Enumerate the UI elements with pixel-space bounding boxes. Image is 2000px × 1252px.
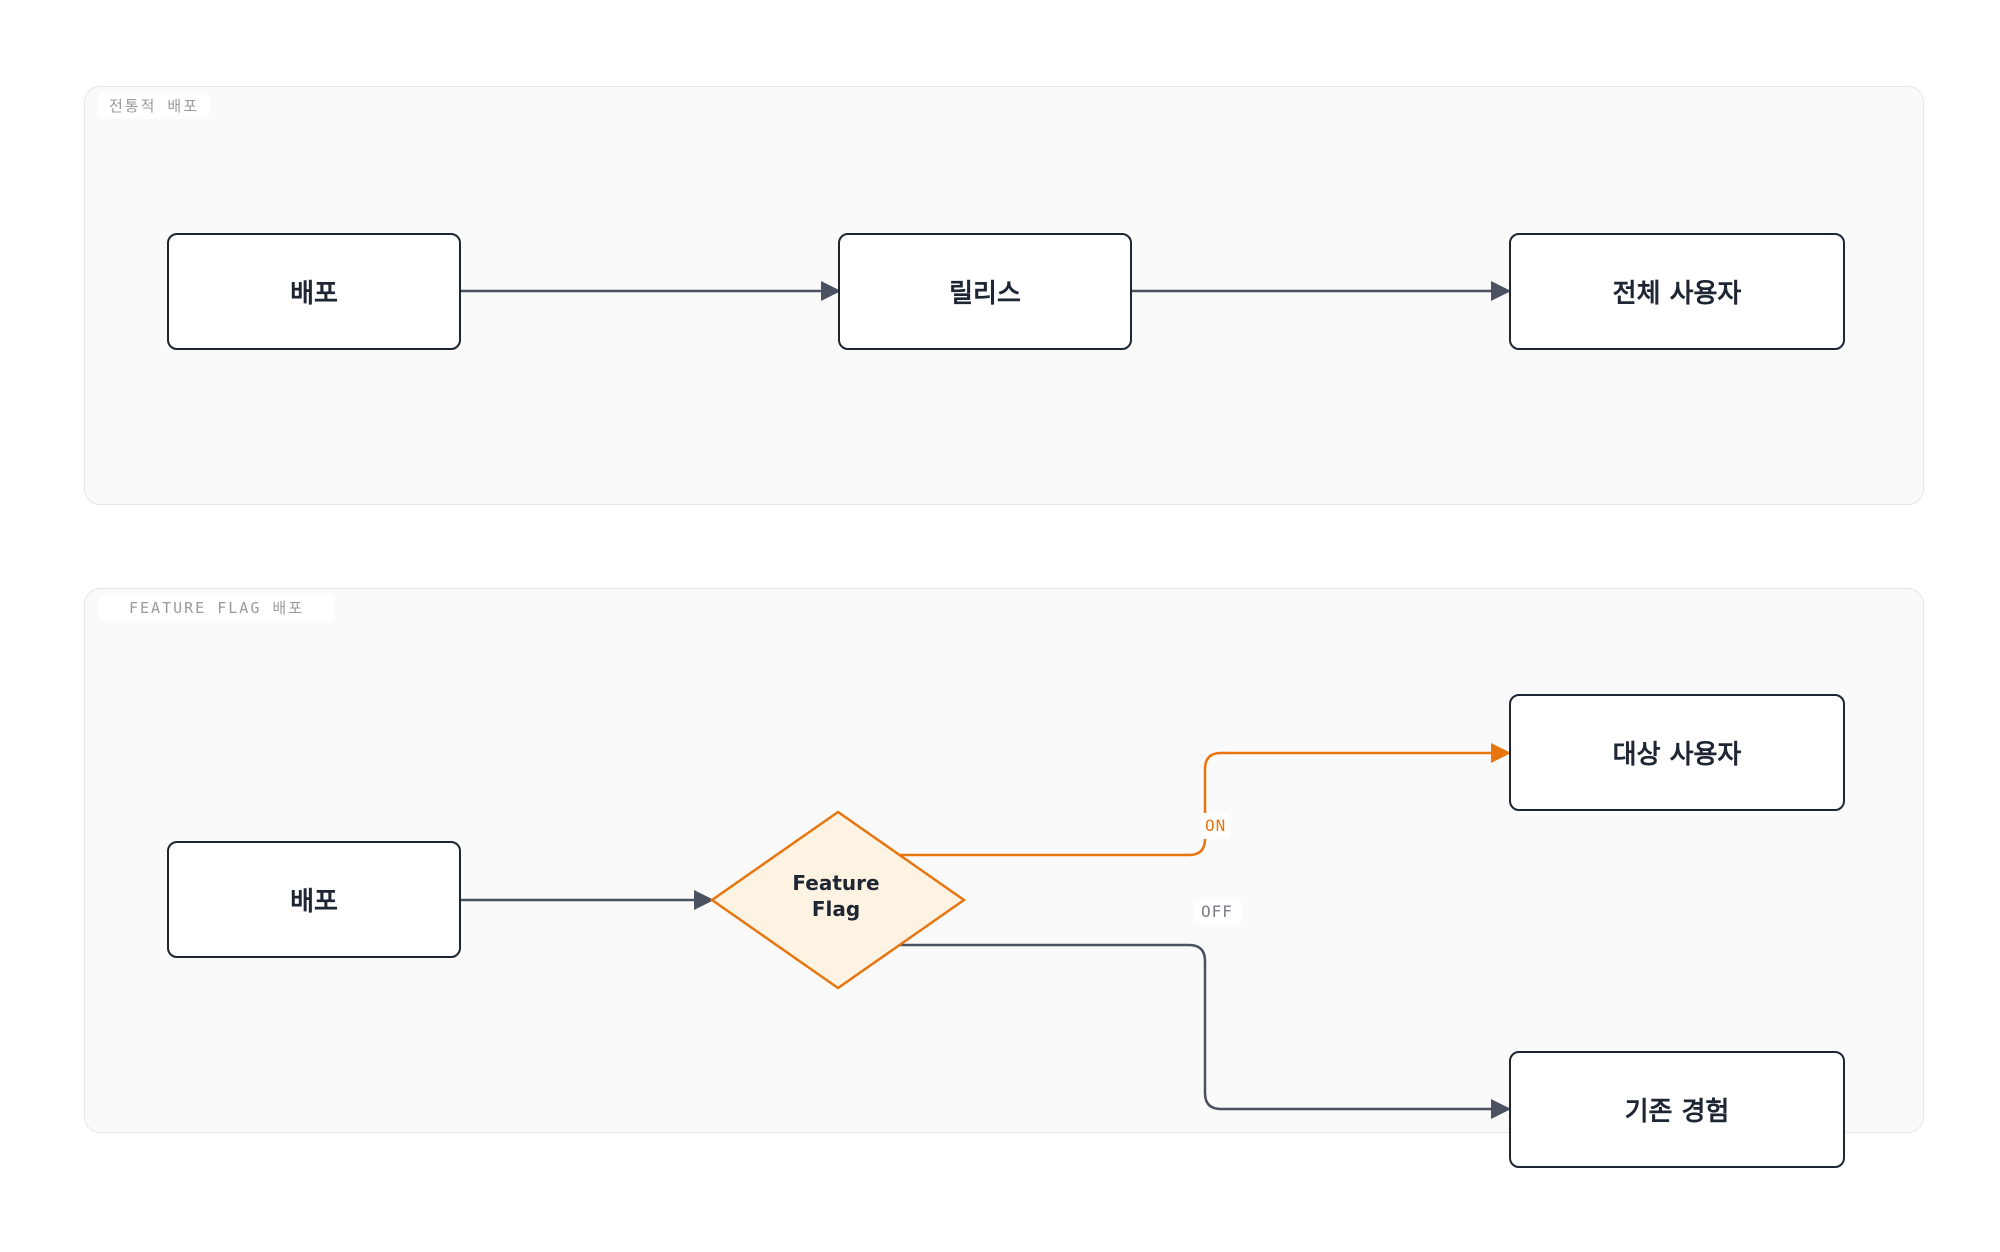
feature-flag-label-line1: Feature xyxy=(792,871,880,895)
node-target-users: 대상 사용자 xyxy=(1509,694,1845,811)
edge-label-off: OFF xyxy=(1193,899,1241,925)
node-deploy-feature-flag: 배포 xyxy=(167,841,461,958)
group-label-feature-flag: FEATURE FLAG 배포 xyxy=(99,595,335,621)
node-deploy-traditional: 배포 xyxy=(167,233,461,350)
node-all-users: 전체 사용자 xyxy=(1509,233,1845,350)
edge-flag-on-to-target xyxy=(900,743,1511,857)
node-release: 릴리스 xyxy=(838,233,1132,350)
feature-flag-label: Feature Flag xyxy=(736,870,936,922)
group-label-traditional: 전통적 배포 xyxy=(99,93,210,119)
edge-label-on: ON xyxy=(1201,813,1231,839)
node-existing-experience: 기존 경험 xyxy=(1509,1051,1845,1168)
edge-flag-off-to-existing xyxy=(900,943,1511,1119)
feature-flag-label-line2: Flag xyxy=(811,897,861,921)
